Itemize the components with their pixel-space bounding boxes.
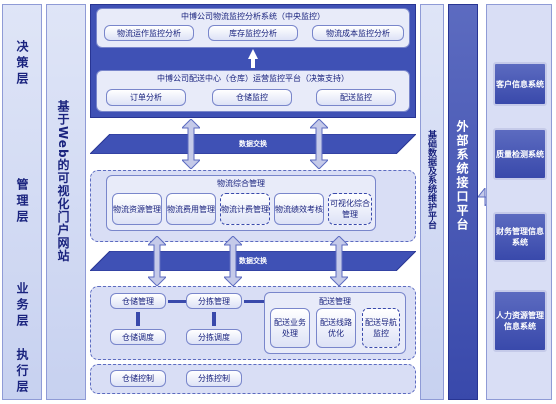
layer-business: 业务层 — [15, 282, 29, 330]
picking-control: 分拣控制 — [186, 370, 242, 387]
data-exchange-label-1: 数据交换 — [239, 140, 267, 148]
double-arrow-icon — [148, 236, 166, 286]
portal-column — [46, 4, 86, 400]
data-exchange-label-2: 数据交换 — [239, 257, 267, 265]
customer-info-system: 客户信息系统 — [493, 62, 547, 106]
up-arrow-stem — [251, 58, 255, 68]
data-exchange-bar-1 — [90, 134, 416, 154]
double-arrow-icon — [330, 236, 348, 286]
data-exchange-bar-2 — [90, 251, 416, 271]
hr-system: 人力资源管理信息系统 — [493, 290, 547, 352]
double-arrow-icon — [310, 119, 328, 169]
layer-management: 管理层 — [15, 178, 29, 226]
expense-mgmt: 物流费用管理 — [166, 193, 216, 225]
performance-eval: 物流绩效考核 — [274, 193, 324, 225]
layer-decision: 决策层 — [15, 40, 29, 88]
external-interface-title: 外部系统接口平台 — [455, 120, 469, 232]
central-monitor-title: 中博公司物流监控分析系统（中央监控） — [181, 12, 325, 21]
navigation-monitor: 配送导航监控 — [362, 308, 400, 348]
quality-inspection-system: 质量检测系统 — [493, 128, 547, 180]
logistics-cost-analysis: 物流成本监控分析 — [312, 25, 404, 41]
picking-dispatch: 分拣调度 — [186, 329, 242, 345]
billing-mgmt: 物流计费管理 — [220, 193, 270, 225]
warehouse-mgmt: 仓储管理 — [110, 293, 166, 309]
double-arrow-icon — [182, 119, 200, 169]
connector-icon — [168, 300, 186, 303]
double-arrow-icon — [224, 236, 242, 286]
resource-mgmt: 物流资源管理 — [112, 193, 162, 225]
portal-title: 基于Web的可视化门户网站 — [56, 100, 70, 263]
base-platform-title: 基础数据及系统维护平台 — [426, 130, 436, 229]
picking-mgmt: 分拣管理 — [186, 293, 242, 309]
order-analysis: 订单分析 — [106, 89, 186, 106]
delivery-processing: 配送业务处理 — [270, 308, 310, 348]
logistics-mgmt-title: 物流综合管理 — [217, 179, 265, 188]
layer-column — [2, 4, 42, 400]
operations-platform-title: 中博公司配送中心（仓库）运营监控平台（决策支持） — [157, 74, 349, 83]
visual-mgmt: 可视化综合管理 — [328, 193, 372, 225]
down-arrow-icon — [136, 312, 140, 326]
route-optimization: 配送线路优化 — [316, 308, 356, 348]
layer-execution: 执行层 — [15, 348, 29, 396]
up-arrow — [248, 49, 258, 59]
connector-icon — [244, 300, 264, 303]
warehouse-dispatch: 仓储调度 — [110, 329, 166, 345]
delivery-mgmt-title: 配送管理 — [319, 297, 351, 306]
logistics-ops-analysis: 物流运作监控分析 — [104, 25, 194, 41]
inventory-analysis: 库存监控分析 — [208, 25, 298, 41]
base-platform-column — [420, 4, 444, 400]
down-arrow-icon — [212, 312, 216, 326]
finance-system: 财务管理信息系统 — [493, 212, 547, 262]
warehouse-monitor: 仓储监控 — [212, 89, 292, 106]
delivery-monitor: 配送监控 — [316, 89, 396, 106]
external-interface-column — [448, 4, 478, 400]
warehouse-control: 仓储控制 — [110, 370, 166, 387]
